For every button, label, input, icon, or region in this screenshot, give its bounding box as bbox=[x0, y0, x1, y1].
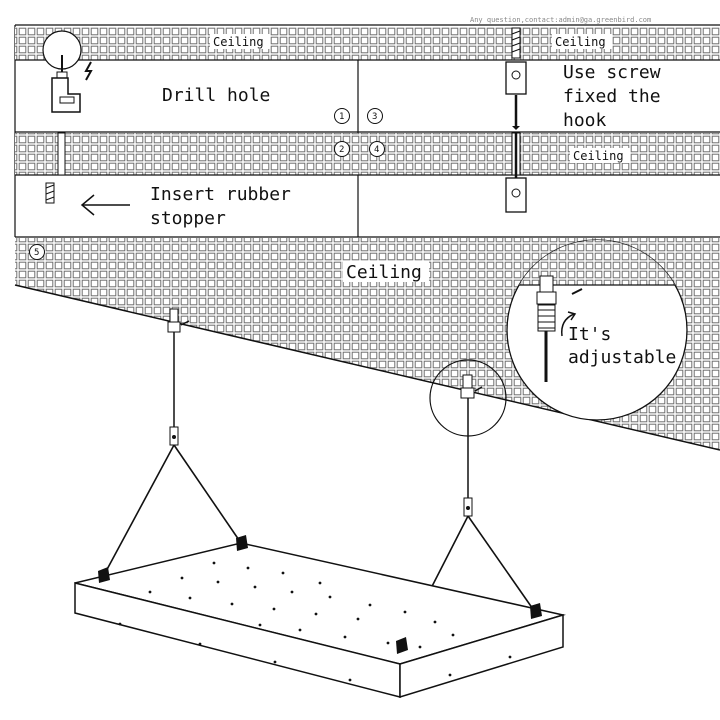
header-note: Any question,contact:admin@ga.greenbird.… bbox=[470, 16, 651, 24]
step-number-3: 3 bbox=[367, 108, 383, 124]
svg-text:4: 4 bbox=[374, 145, 379, 155]
left-hanger bbox=[103, 308, 242, 576]
step-number-4: 4 bbox=[369, 141, 385, 157]
ceiling-label-step4: Ceiling bbox=[573, 149, 624, 163]
hook-icon bbox=[505, 61, 527, 130]
svg-text:3: 3 bbox=[372, 112, 377, 122]
svg-text:2: 2 bbox=[339, 145, 344, 155]
drill-icon bbox=[42, 30, 82, 113]
step-number-5: 5 bbox=[29, 244, 45, 260]
step-number-1: 1 bbox=[334, 108, 350, 124]
adjust-arrow-icon bbox=[561, 311, 577, 337]
arrow-left-icon bbox=[80, 194, 130, 216]
step2-label-line1: Insert rubber bbox=[150, 184, 291, 205]
lightning-icon bbox=[84, 61, 93, 81]
ceiling-band-step1-3 bbox=[15, 27, 720, 61]
panel-clips bbox=[98, 535, 542, 654]
step3-label-line2: fixed the bbox=[563, 86, 661, 107]
ceiling-label-step5: Ceiling bbox=[346, 262, 422, 283]
svg-text:5: 5 bbox=[34, 248, 39, 258]
detail-label-line2: adjustable bbox=[568, 347, 676, 368]
rubber-stopper-icon bbox=[45, 182, 55, 204]
detail-label-line1: It's bbox=[568, 324, 611, 345]
ceiling-label-step1: Ceiling bbox=[213, 35, 264, 49]
step3-label-line3: hook bbox=[563, 110, 607, 131]
fixed-hook-icon bbox=[505, 132, 527, 213]
magnifier-circle bbox=[506, 239, 688, 421]
screw-icon bbox=[511, 27, 521, 59]
step3-label-line1: Use screw bbox=[563, 62, 661, 83]
step-number-2: 2 bbox=[334, 141, 350, 157]
svg-text:1: 1 bbox=[339, 112, 344, 122]
step2-label-line2: stopper bbox=[150, 208, 226, 229]
step1-label: Drill hole bbox=[162, 85, 270, 106]
light-panel bbox=[74, 542, 566, 699]
ceiling-label-step3: Ceiling bbox=[555, 35, 606, 49]
